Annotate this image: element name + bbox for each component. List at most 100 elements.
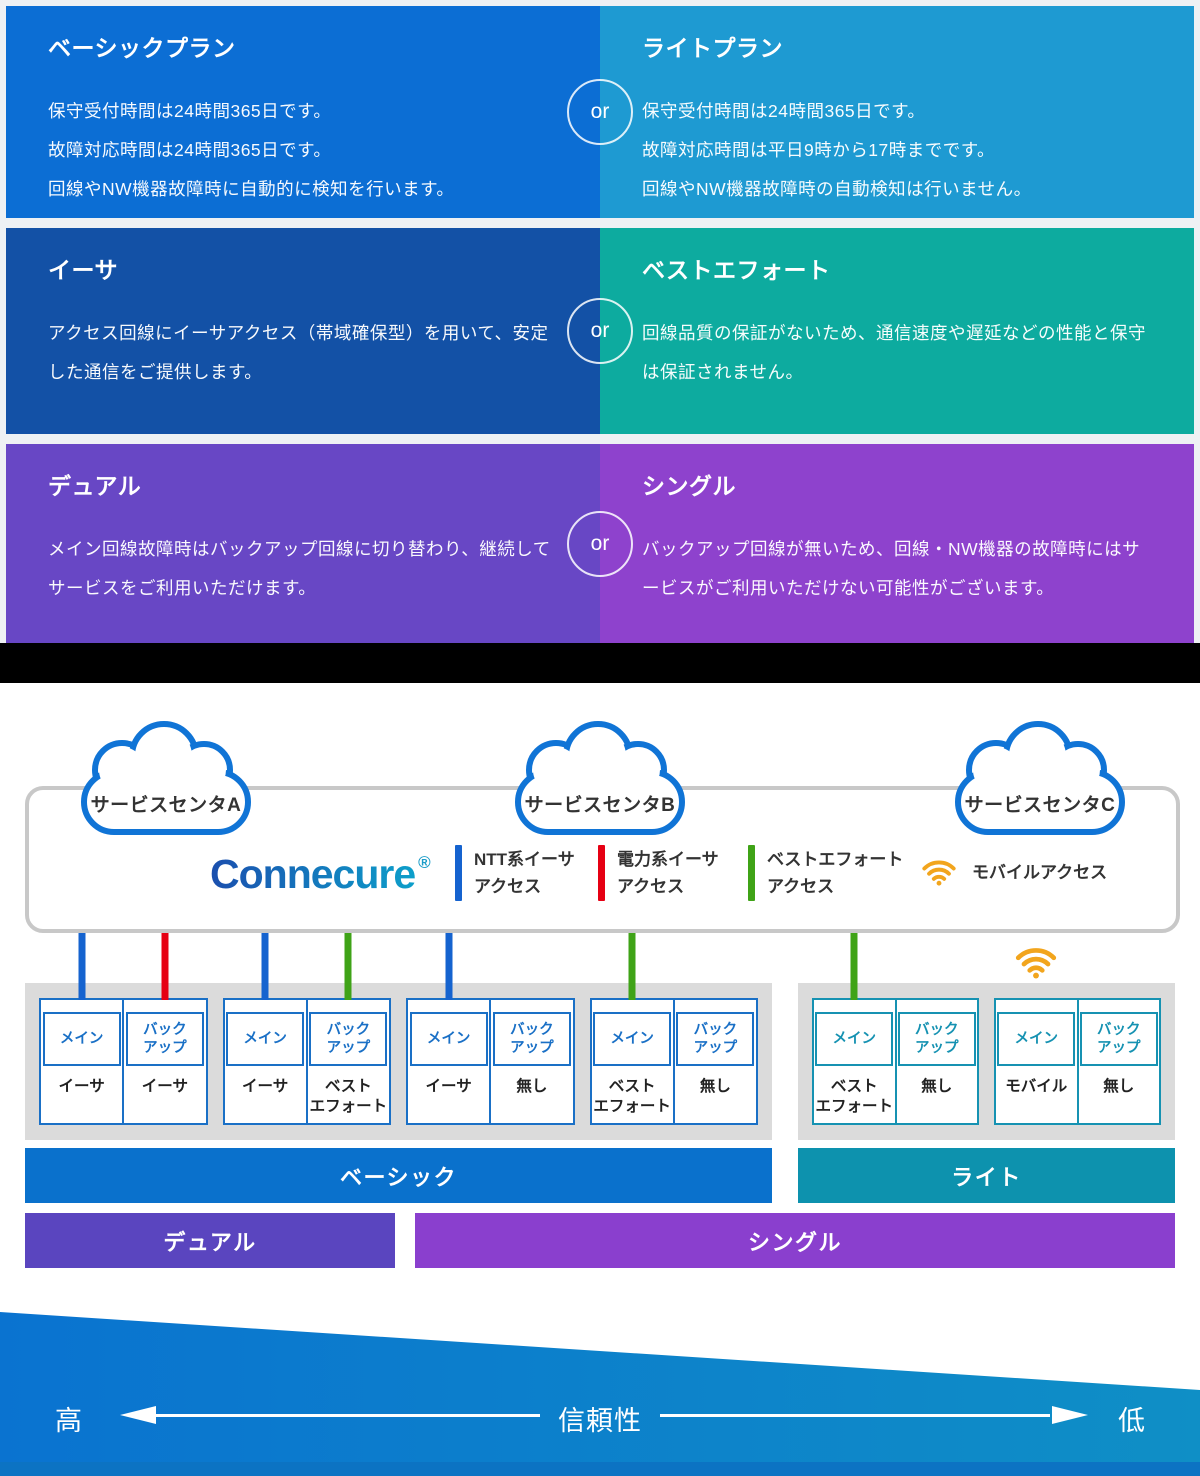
- light-plan-body: 保守受付時間は24時間365日です。 故障対応時間は平日9時から17時までです。…: [642, 92, 1148, 209]
- cloud-icon: [955, 721, 1125, 835]
- access-type-label: 無し: [1103, 1078, 1135, 1095]
- reliability-title: 信頼性: [558, 1406, 642, 1436]
- plan-description-line: 回線やNW機器故障時の自動検知は行いません。: [642, 179, 1032, 199]
- cloud-icon: [81, 721, 251, 835]
- legend-mobile-access: モバイルアクセス: [920, 857, 1107, 887]
- plan-description-line: 回線やNW機器故障時に自動的に検知を行います。: [48, 179, 455, 199]
- plan-row-access: イーサ アクセス回線にイーサアクセス（帯域確保型）を用いて、安定した通信をご提供…: [6, 228, 1194, 434]
- dual-title: デュアル: [48, 473, 142, 499]
- plan-description-line: 保守受付時間は24時間365日です。: [48, 101, 332, 121]
- backup-box: バック アップ: [492, 1012, 571, 1066]
- plan-description-line: 保守受付時間は24時間365日です。: [642, 101, 926, 121]
- main-box: メイン: [815, 1012, 894, 1066]
- main-box: メイン: [593, 1012, 672, 1066]
- access-pair: メイン ベスト エフォート バック アップ 無し: [589, 933, 758, 1125]
- reliability-wedge: [0, 1312, 1200, 1476]
- connecure-logo: Connecure®: [210, 851, 431, 898]
- access-type-label: 無し: [516, 1078, 548, 1095]
- access-line: [161, 933, 169, 1000]
- ether-title: イーサ: [48, 257, 119, 283]
- backup-box: バック アップ: [676, 1012, 755, 1066]
- backup-box: バック アップ: [1079, 1012, 1158, 1066]
- legend-ntt-ether: NTT系イーサアクセス: [455, 845, 575, 901]
- service-center-c-cloud: サービスセンタC: [950, 714, 1130, 859]
- or-badge: or: [567, 79, 633, 145]
- plan-row-support: ベーシックプラン 保守受付時間は24時間365日です。 故障対応時間は24時間3…: [6, 6, 1194, 218]
- dual-bar-label: デュアル: [163, 1229, 257, 1255]
- access-type-label: ベスト エフォート: [815, 1078, 893, 1116]
- legend-label: 電力系イーサアクセス: [617, 850, 719, 896]
- or-badge: or: [567, 298, 633, 364]
- network-diagram-section: サービスセンタA サービスセンタB サービスセンタC Connecure® NT…: [0, 683, 1200, 1476]
- access-line: [850, 933, 858, 1000]
- main-box: メイン: [226, 1012, 305, 1066]
- arrow-right-icon: [1052, 1406, 1088, 1424]
- or-badge: or: [567, 510, 633, 577]
- access-type-label: 無し: [699, 1078, 731, 1095]
- plan-comparison-section: ベーシックプラン 保守受付時間は24時間365日です。 故障対応時間は24時間3…: [0, 0, 1200, 643]
- service-center-b-label: サービスセンタB: [524, 795, 676, 816]
- ether-card: イーサ アクセス回線にイーサアクセス（帯域確保型）を用いて、安定した通信をご提供…: [6, 228, 600, 434]
- access-type-label: ベスト エフォート: [593, 1078, 671, 1116]
- backup-box: バック アップ: [897, 1012, 976, 1066]
- plan-description-line: アクセス回線にイーサアクセス（帯域確保型）を用いて、安定した通信をご提供します。: [48, 323, 549, 382]
- basic-group-panel: メイン イーサ バック アップ イーサ メイン イーサ バック アップ: [25, 933, 772, 1140]
- access-type-label: 無し: [921, 1078, 953, 1095]
- basic-plan-title: ベーシックプラン: [48, 35, 236, 61]
- service-center-a-label: サービスセンタA: [90, 795, 242, 816]
- access-line: [445, 933, 453, 1000]
- legend-label: ベストエフォートアクセス: [767, 850, 904, 896]
- access-pair: メイン ベスト エフォート バック アップ 無し: [812, 933, 979, 1125]
- legend-label: NTT系イーサアクセス: [474, 850, 575, 896]
- light-group-panel: メイン ベスト エフォート バック アップ 無し メイン モバイル: [798, 933, 1175, 1140]
- best-effort-title: ベストエフォート: [642, 257, 831, 283]
- mobile-access-indicator: [1013, 944, 1059, 980]
- main-slot: メイン イーサ: [408, 933, 489, 1123]
- main-slot: メイン モバイル: [996, 948, 1077, 1123]
- best-effort-card: ベストエフォート 回線品質の保証がないため、通信速度や遅延などの性能と保守は保証…: [600, 228, 1194, 434]
- basic-plan-card: ベーシックプラン 保守受付時間は24時間365日です。 故障対応時間は24時間3…: [6, 6, 600, 218]
- single-title: シングル: [642, 473, 736, 499]
- basic-plan-bar: ベーシック: [25, 1148, 772, 1203]
- main-slot: メイン イーサ: [41, 933, 122, 1123]
- access-type-label: イーサ: [425, 1078, 472, 1095]
- access-type-label: イーサ: [141, 1078, 188, 1095]
- cloud-icon: [515, 721, 685, 835]
- reliability-high-label: 高: [55, 1406, 83, 1436]
- access-type-label: ベスト エフォート: [309, 1078, 388, 1116]
- wifi-icon: [1016, 948, 1057, 979]
- arrow-left-icon: [120, 1406, 156, 1424]
- reliability-low-label: 低: [1118, 1406, 1146, 1436]
- access-pair: メイン イーサ バック アップ ベスト エフォート: [222, 933, 391, 1125]
- service-center-c-label: サービスセンタC: [964, 795, 1116, 816]
- backup-slot: バック アップ 無し: [1076, 1000, 1160, 1123]
- wifi-icon: [922, 860, 956, 886]
- plan-description-line: 故障対応時間は平日9時から17時までです。: [642, 140, 995, 160]
- access-type-label: モバイル: [1005, 1078, 1068, 1095]
- legend-color-bar: [455, 845, 462, 901]
- backup-slot: バック アップ 無し: [672, 1000, 756, 1123]
- backup-slot: バック アップ 無し: [894, 1000, 978, 1123]
- legend-best-effort: ベストエフォートアクセス: [748, 845, 903, 901]
- ether-body: アクセス回線にイーサアクセス（帯域確保型）を用いて、安定した通信をご提供します。: [48, 314, 554, 392]
- service-center-b-cloud: サービスセンタB: [510, 714, 690, 859]
- main-slot: メイン ベスト エフォート: [592, 933, 673, 1123]
- access-type-label: イーサ: [58, 1078, 105, 1095]
- dual-body: メイン回線故障時はバックアップ回線に切り替わり、継続してサービスをご利用いただけ…: [48, 530, 554, 608]
- backup-box: バック アップ: [309, 1012, 388, 1066]
- light-plan-title: ライトプラン: [642, 35, 783, 61]
- single-card: シングル バックアップ回線が無いため、回線・NW機器の故障時にはサービスがご利用…: [600, 444, 1194, 643]
- bottom-footer-strip: [0, 1462, 1200, 1476]
- reliability-axis-line: [660, 1414, 1050, 1417]
- single-bar: シングル: [415, 1213, 1175, 1268]
- access-line: [628, 933, 636, 1000]
- best-effort-body: 回線品質の保証がないため、通信速度や遅延などの性能と保守は保証されません。: [642, 314, 1148, 392]
- connecure-logo-text: Connecure: [210, 851, 416, 897]
- dual-bar: デュアル: [25, 1213, 395, 1268]
- reliability-axis-line: [150, 1414, 540, 1417]
- access-pair: メイン モバイル バック アップ 無し: [994, 948, 1161, 1125]
- dual-card: デュアル メイン回線故障時はバックアップ回線に切り替わり、継続してサービスをご利…: [6, 444, 600, 643]
- legend-color-bar: [598, 845, 605, 901]
- black-divider-band: [0, 643, 1200, 683]
- backup-slot: バック アップ 無し: [489, 1000, 572, 1123]
